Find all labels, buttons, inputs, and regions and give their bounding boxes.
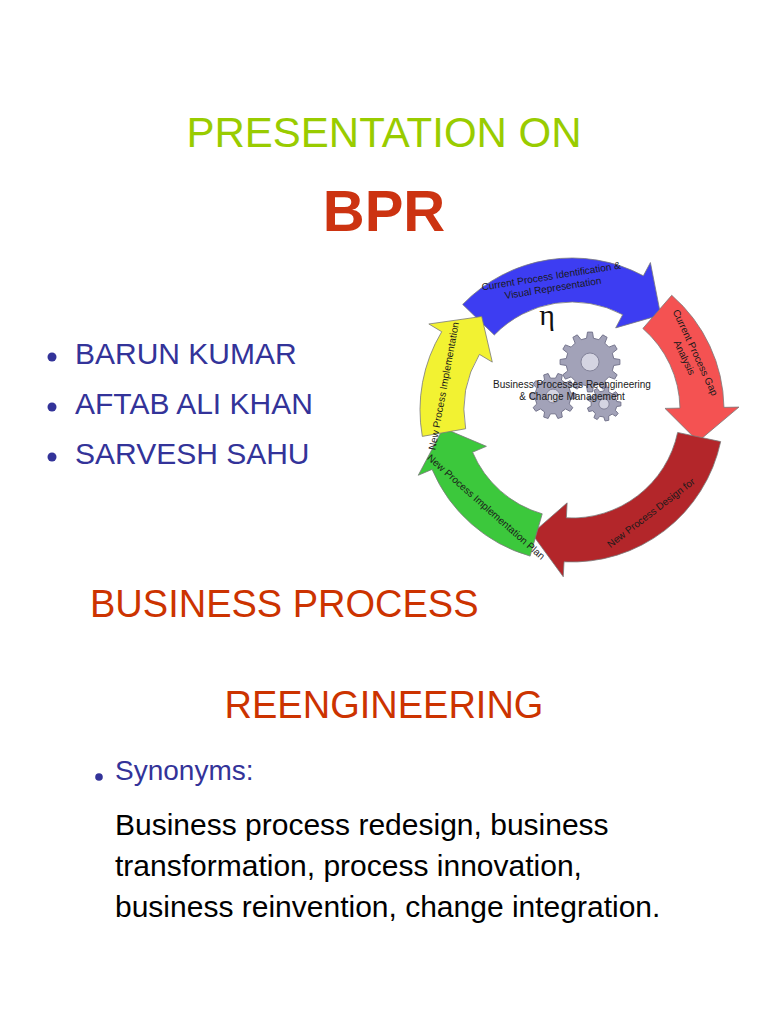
curved-arrow	[463, 258, 661, 335]
bullet-dot	[95, 773, 103, 781]
cycle-step-arrow: Current Process Gap Analysis	[640, 293, 741, 444]
cycle-step-arrow: New Process Design for	[529, 430, 723, 579]
curved-arrow	[643, 295, 739, 441]
text-holder: Current Process Gap Analysis	[658, 305, 721, 405]
gear-hub: Business Processes Reengineering & Chang…	[492, 325, 652, 435]
hub-label: Business Processes Reengineering & Chang…	[492, 379, 652, 402]
text-holder: New Process Implementation Plan	[422, 450, 549, 565]
text-holder: Business Processes Reengineering & Chang…	[492, 379, 652, 402]
bullet-dot	[48, 453, 57, 462]
step-label: New Process Design for	[588, 463, 714, 563]
bullet-dot	[48, 353, 57, 362]
text-holder: Current Process Identification & Visual …	[471, 258, 633, 306]
cycle-step-arrow: Current Process Identification & Visual …	[460, 256, 663, 337]
step-label: New Process Implementation	[425, 314, 463, 459]
gear-hole	[581, 353, 599, 371]
curved-arrow	[532, 432, 721, 576]
slide-title: PRESENTATION ON	[0, 112, 768, 154]
cycle-arrow-shape	[529, 430, 723, 579]
bullet-dot	[48, 403, 57, 412]
author-name: AFTAB ALI KHAN	[75, 389, 405, 419]
step-label: New Process Implementation Plan	[422, 450, 549, 565]
step-label: Current Process Gap Analysis	[658, 305, 721, 405]
body-text: Business process redesign, business tran…	[115, 804, 700, 927]
author-name: SARVESH SAHU	[75, 439, 405, 469]
text-holder: New Process Implementation	[425, 314, 463, 459]
cycle-step-arrow: New Process Implementation	[418, 314, 495, 439]
bullet-heading: Synonyms:	[115, 757, 515, 785]
acronym-heading: BPR	[0, 182, 768, 240]
section-heading: REENGINEERING	[0, 686, 768, 724]
author-name: BARUN KUMAR	[75, 339, 405, 369]
section-heading: BUSINESS PROCESS	[90, 585, 690, 623]
text-holder: New Process Design for	[588, 463, 714, 563]
eta-symbol: η	[532, 300, 562, 330]
step-label: Current Process Identification & Visual …	[471, 258, 633, 306]
